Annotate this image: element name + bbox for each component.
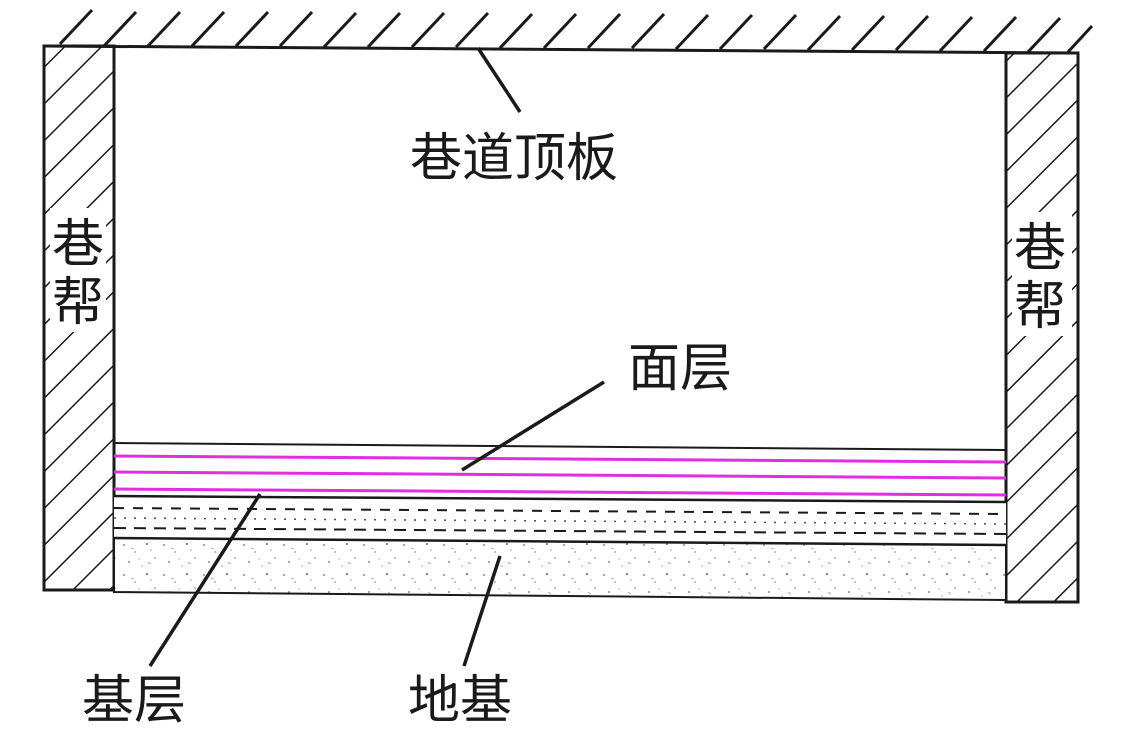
roof-label: 巷道顶板 (410, 129, 618, 189)
roof-hatching (58, 8, 1094, 54)
surface-layer (113, 442, 1007, 504)
right-wall-label-char-2: 帮 (1014, 277, 1066, 337)
surface-layer-label: 面层 (628, 339, 732, 399)
base-leader-line (148, 493, 262, 667)
foundation-layer (113, 536, 1007, 602)
foundation-leader-line (462, 555, 502, 667)
right-wall-label-char-1: 巷 (1014, 219, 1066, 279)
left-wall-label-char-2: 帮 (52, 273, 104, 333)
base-layer-label: 基层 (82, 671, 186, 731)
right-wall (1004, 51, 1080, 604)
base-layer (113, 496, 1007, 547)
foundation-label: 地基 (408, 671, 512, 731)
left-wall (42, 44, 116, 592)
left-wall-label: 巷 帮 (52, 215, 121, 333)
roof-leader-line (476, 47, 522, 113)
right-wall-label: 巷 帮 (1014, 219, 1083, 337)
surface-leader-line (461, 380, 605, 472)
roof-line (43, 44, 1079, 55)
left-wall-label-char-1: 巷 (52, 215, 104, 275)
